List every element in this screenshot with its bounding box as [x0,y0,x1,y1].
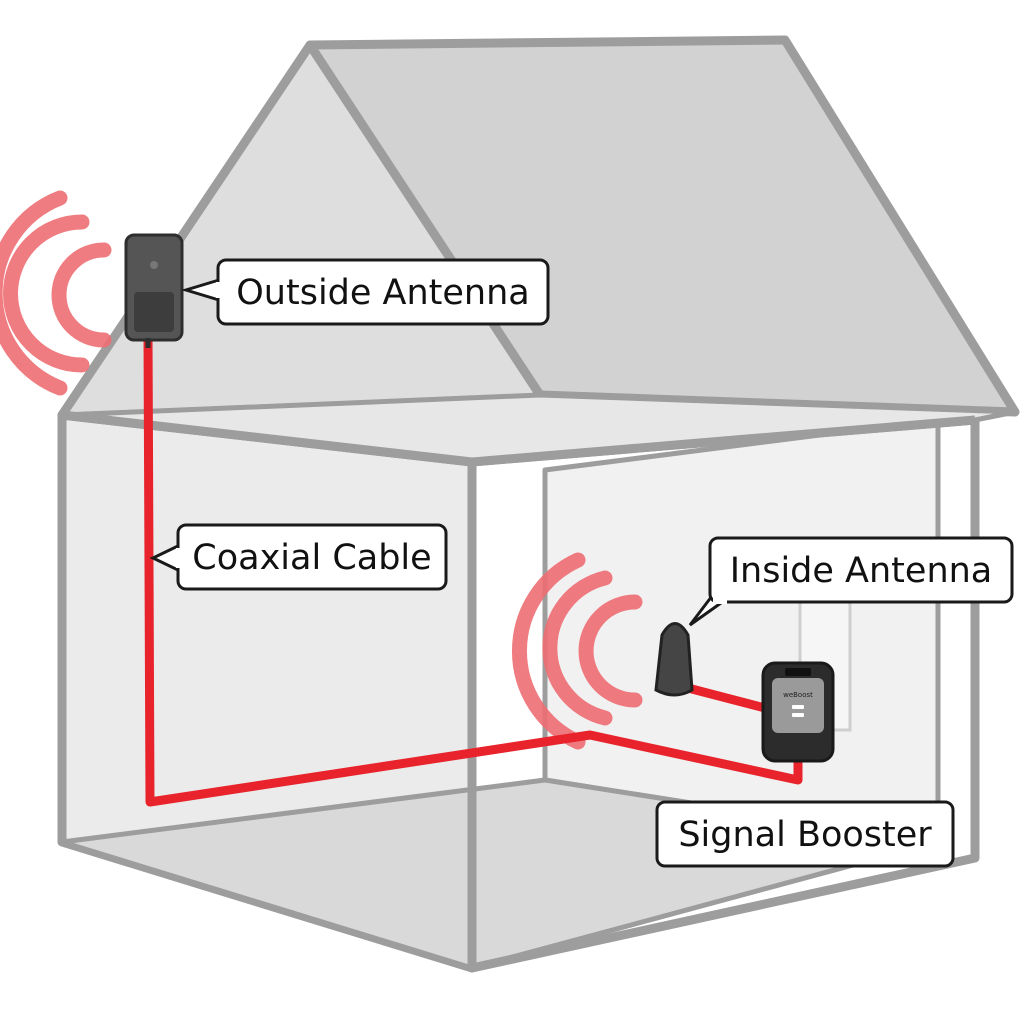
signal-booster-device: weBoost [761,661,835,763]
callout-coaxial-cable-pointer-mask [176,548,182,568]
callout-outside-antenna-pointer-mask [216,282,222,298]
booster-indicator-light-top [792,705,804,709]
house-eave-edge [61,410,976,467]
callout-signal-booster: Signal Booster [655,800,955,868]
outside-signal-waves [0,190,112,396]
outside-wave-inner [51,242,112,348]
outside-wave-middle [3,214,90,373]
cable-inside-antenna-to-booster [683,683,770,713]
inside-wave-middle [542,570,613,726]
inside-antenna-dome [654,622,694,697]
callout-inside-antenna-box [708,536,1014,604]
outside-wave-outer [0,190,68,396]
label-signal-booster: Signal Booster [678,815,932,855]
booster-indicator-light-bottom [792,713,804,717]
inside-wave-inner [578,594,643,708]
inside-wave-outer [511,552,586,750]
callout-inside-antenna: Inside Antenna [688,536,1014,627]
outside-antenna-mount [134,292,174,332]
label-inside-antenna: Inside Antenna [730,551,993,591]
label-coaxial-cable: Coaxial Cable [192,538,431,578]
coaxial-cable [143,330,803,807]
outside-antenna-logo [150,261,158,269]
house-back-right-wall [542,417,941,845]
booster-vent [785,668,811,676]
label-outside-antenna: Outside Antenna [236,273,529,313]
callout-signal-booster-box [655,800,955,868]
cable-outside-to-booster [143,330,803,807]
callout-outside-antenna: Outside Antenna [180,258,550,326]
booster-brand-label: weBoost [783,691,813,699]
outside-antenna-device [124,233,184,348]
inside-antenna-device [654,622,694,697]
callout-coaxial-cable: Coaxial Cable [149,523,448,591]
inside-signal-waves [511,552,643,750]
callout-inside-antenna-pointer-mask [713,596,727,604]
